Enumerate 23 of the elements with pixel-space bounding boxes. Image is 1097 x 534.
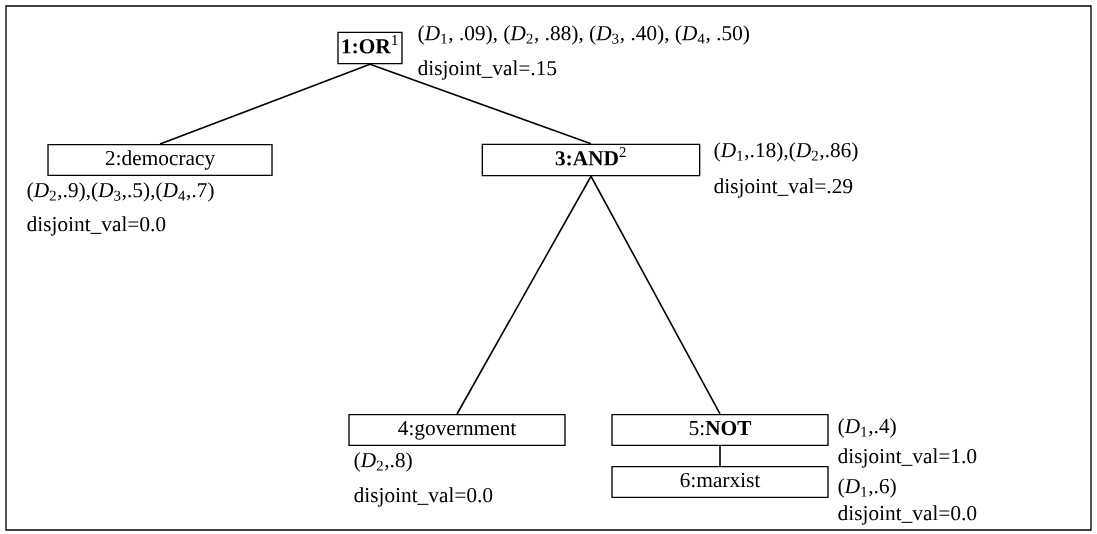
node-box: 5:NOT [611,414,829,446]
annotation: (D$_{1}$,.6) [838,478,896,498]
annotation: (D$_{1}$,.18),(D$_{2}$,.86) [714,142,858,162]
annotation: (D$_{1}$, .09), (D$_{2}$, .88), (D$_{3}$, .40), (D$_{4}$, .50) [418,25,749,45]
annotation: disjoint_val=.29 [714,178,853,198]
annotation: (D$_{2}$,.9),(D$_{3}$,.5),(D$_{4}$,.7) [27,182,214,202]
annotation: (D$_{2}$,.8) [354,452,412,472]
connector-line [159,63,371,145]
annotation: (D$_{1}$,.4) [838,418,896,438]
node-box: 6:marxist [611,466,829,498]
annotation: disjoint_val=0.0 [354,487,493,507]
node-box: 2:democracy [47,144,273,176]
annotation: disjoint_val=0.0 [27,216,166,236]
node-box: 4:government [348,414,566,446]
connector-line [590,175,721,415]
connector-line [456,175,592,415]
annotation: disjoint_val=.15 [418,60,557,80]
connector-line [719,445,721,467]
node-box: 3:AND$^{2}$ [481,143,701,177]
node-box: 1:OR$^{1}$ [337,31,403,65]
connector-line [369,63,592,145]
annotation: disjoint_val=1.0 [838,448,977,468]
annotation: disjoint_val=0.0 [838,505,977,525]
